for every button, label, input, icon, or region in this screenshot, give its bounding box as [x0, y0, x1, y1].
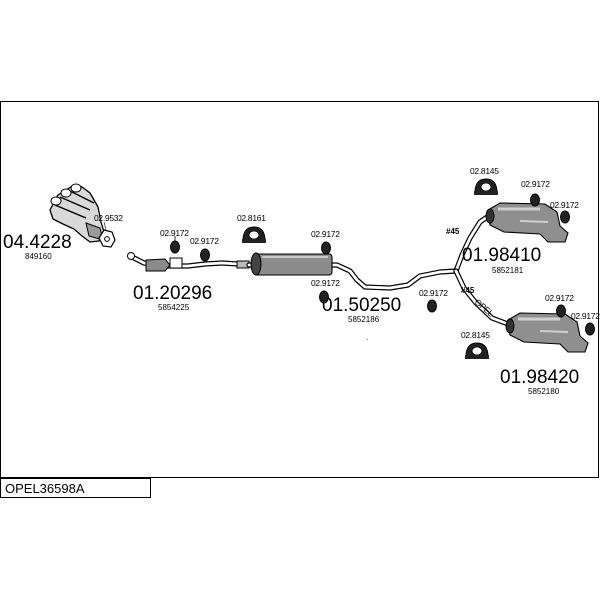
part-ref-rear-lower: 5852180 — [528, 387, 560, 396]
part-ref-front-pipe: 5854225 — [158, 303, 190, 312]
hanger-code: 02.9172 — [545, 293, 574, 303]
dot-mark: . — [366, 333, 368, 342]
part-number-rear-lower: 01.98420 — [500, 367, 579, 388]
part-ref-manifold: 849160 — [25, 252, 52, 261]
diagram-code: OPEL36598A — [5, 481, 85, 496]
part-ref-centre: 5852186 — [348, 315, 380, 324]
hanger-code: 02.9172 — [571, 311, 600, 321]
centre-silencer[interactable] — [246, 252, 459, 291]
clamp-code: 02.8145 — [461, 330, 490, 340]
hanger-code: 02.9172 — [311, 229, 340, 239]
exhaust-manifold[interactable] — [49, 183, 105, 243]
rubber-hanger[interactable]: 02.9172 — [160, 228, 189, 254]
hanger-code: 02.9172 — [521, 179, 550, 189]
hanger-code: 02.9172 — [311, 278, 340, 288]
clamp-code: 02.8161 — [237, 213, 266, 223]
cut-mark-upper: #45 — [446, 227, 460, 236]
clamp-code: 02.8145 — [470, 166, 499, 176]
hanger-code: 02.9172 — [160, 228, 189, 238]
y-pipe-branch — [453, 212, 511, 327]
pipe-clamp[interactable]: 02.8145 — [470, 166, 499, 195]
rubber-hanger[interactable]: 02.9172 — [550, 200, 579, 224]
rubber-hanger[interactable]: 02.9172 — [419, 288, 448, 313]
rubber-hanger[interactable]: 02.9172 — [521, 179, 550, 207]
rubber-hanger[interactable]: 02.9172 — [545, 293, 574, 318]
hanger-code: 02.9172 — [190, 236, 219, 246]
rubber-hanger[interactable]: 02.9172 — [190, 236, 219, 262]
hanger-code: 02.9172 — [550, 200, 579, 210]
front-pipe-catalyst[interactable] — [127, 252, 250, 272]
cut-mark-lower: #45 — [461, 286, 475, 295]
pipe-clamp[interactable]: 02.8145 — [461, 330, 490, 359]
diagram-frame — [0, 101, 599, 478]
pipe-clamp[interactable]: 02.8161 — [237, 213, 266, 243]
part-number-front-pipe: 01.20296 — [133, 283, 212, 304]
rubber-hanger[interactable]: 02.9172 — [571, 311, 600, 336]
manifold-gasket[interactable] — [98, 229, 116, 248]
part-number-manifold: 04.4228 — [3, 232, 72, 253]
rubber-hanger[interactable]: 02.9172 — [311, 278, 340, 304]
part-number-rear-upper: 01.98410 — [462, 245, 541, 266]
rubber-hanger[interactable]: 02.9172 — [311, 229, 340, 255]
part-ref-rear-upper: 5852181 — [492, 266, 524, 275]
manifold-gasket-code: 02.9532 — [94, 213, 123, 223]
part-number-centre: 01.50250 — [322, 295, 401, 316]
diagram-code-box: OPEL36598A — [0, 478, 151, 498]
hanger-code: 02.9172 — [419, 288, 448, 298]
